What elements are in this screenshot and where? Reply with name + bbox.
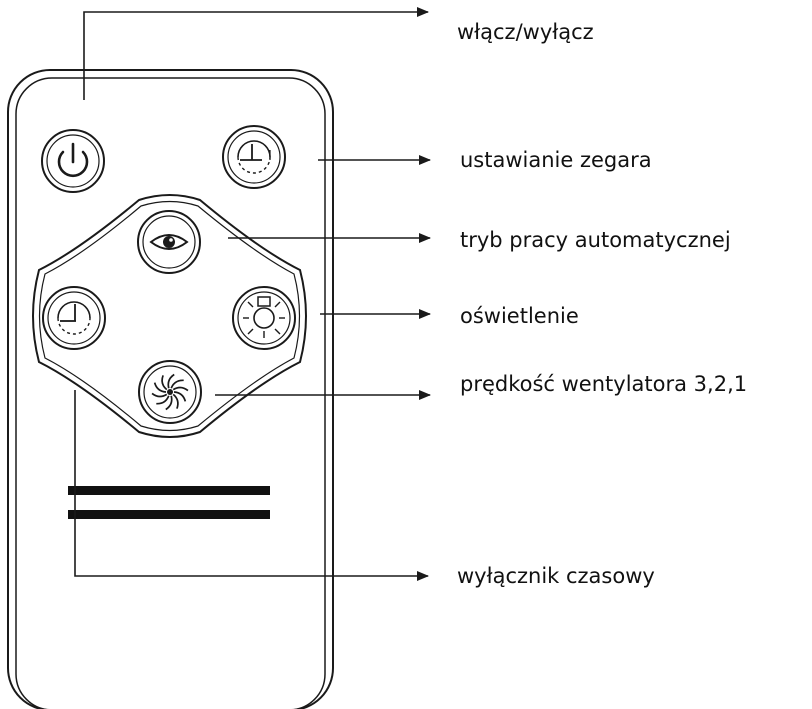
clock-setting-button[interactable] [222, 125, 286, 189]
label-auto-mode: tryb pracy automatycznej [460, 228, 731, 252]
timer-clock-icon [57, 301, 91, 335]
power-button[interactable] [41, 129, 105, 193]
remote-bar-bottom [68, 510, 270, 519]
fan-blade [173, 391, 187, 402]
power-leader [83, 7, 429, 100]
button-cluster-outline-inner [38, 200, 301, 432]
fan-blade [156, 395, 170, 405]
timer-button[interactable] [42, 286, 106, 350]
fan-blade [151, 392, 168, 398]
fan-blade [167, 373, 175, 389]
label-lighting: oświetlenie [460, 304, 579, 328]
fan-blade [172, 386, 189, 392]
fan-hub [167, 389, 173, 395]
light-bulb-icon [243, 296, 285, 338]
remote-bar-top [68, 486, 270, 495]
fan-blade [170, 379, 184, 389]
label-timer-switch: wyłącznik czasowy [457, 564, 655, 588]
remote-body [7, 69, 334, 709]
button-cluster-outline [32, 194, 307, 438]
eye-icon [149, 234, 189, 250]
leader-lines [74, 7, 431, 581]
lighting-button[interactable] [232, 286, 296, 350]
clock-setting-icon [237, 140, 271, 174]
auto-mode-button[interactable] [137, 210, 201, 274]
label-power: włącz/wyłącz [457, 20, 594, 44]
fan-blade [161, 375, 168, 391]
fan-blade [165, 395, 173, 411]
label-fan-speed: prędkość wentylatora 3,2,1 [460, 372, 748, 396]
label-clock-setting: ustawianie zegara [460, 148, 652, 172]
fan-blade [172, 393, 179, 409]
fan-icon [151, 373, 189, 411]
power-icon [57, 142, 89, 178]
fan-blade [153, 382, 167, 393]
fan-speed-button[interactable] [138, 360, 202, 424]
timer-switch-leader [74, 390, 429, 581]
